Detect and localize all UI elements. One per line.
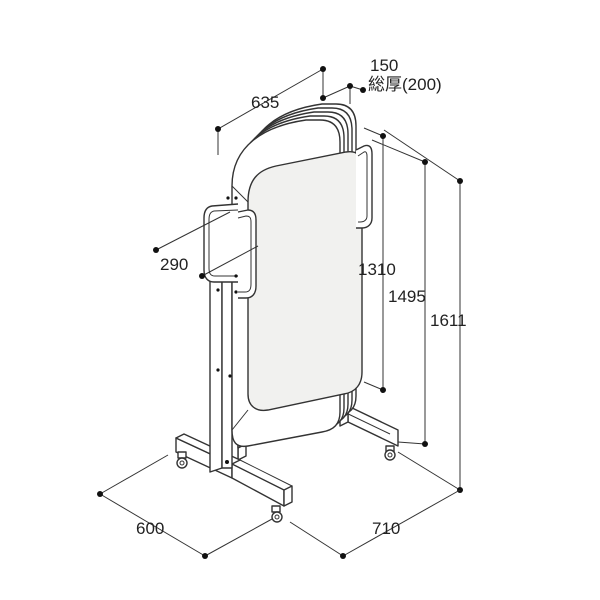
- front-left-caster: [176, 451, 188, 469]
- panel-stack: [231, 103, 363, 448]
- right-handle: [355, 144, 373, 229]
- front-right-caster: [271, 505, 283, 523]
- dimension-lines: [97, 66, 463, 559]
- front-handle: [203, 196, 257, 299]
- dim-overall-height: 1611: [430, 311, 467, 330]
- dim-base-width: 710: [372, 519, 400, 538]
- dim-frame-height: 1495: [388, 287, 426, 306]
- dim-handle-depth: 290: [160, 255, 188, 274]
- dim-width-top: 635: [251, 93, 279, 112]
- front-panel-face: [247, 150, 363, 412]
- dim-base-depth: 600: [136, 519, 164, 538]
- dim-total-thickness: 総厚(200): [368, 75, 442, 94]
- rear-caster: [384, 445, 396, 461]
- dimension-labels: 150 総厚(200) 635 290 1310 1495 1611 600 7…: [136, 56, 467, 538]
- dim-depth-thickness: 150: [370, 56, 398, 75]
- dim-panel-height: 1310: [358, 260, 396, 279]
